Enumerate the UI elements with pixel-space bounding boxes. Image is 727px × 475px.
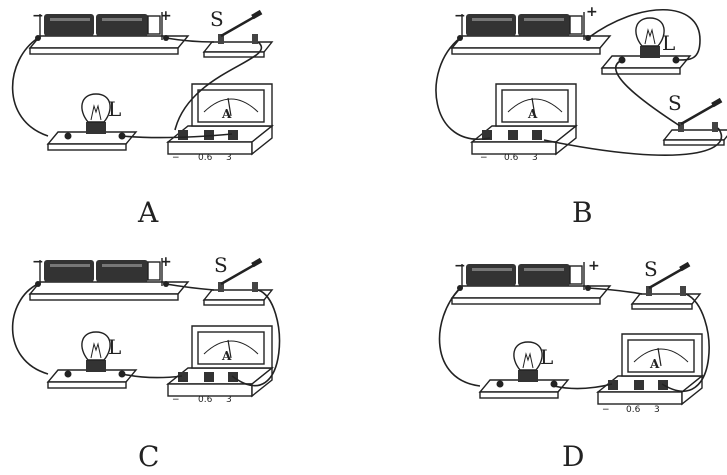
- battery-positive-sign: +: [588, 258, 600, 274]
- panel-c: − 0.6 3 A − + S L C: [11, 253, 281, 473]
- terminal-neg-label: −: [602, 405, 610, 415]
- lamp-board: [479, 341, 569, 399]
- battery-negative-sign: −: [454, 8, 466, 24]
- switch-label: S: [214, 253, 228, 277]
- lamp-board: [47, 93, 137, 151]
- wire: [661, 293, 710, 392]
- option-caption: B: [572, 196, 593, 229]
- battery-positive-sign: +: [586, 4, 598, 20]
- wire: [435, 37, 491, 141]
- ammeter: [167, 83, 273, 155]
- wire: [11, 37, 49, 137]
- terminal-mid-label: 0.6: [504, 153, 519, 163]
- battery-holder: [451, 261, 611, 305]
- wire: [174, 41, 262, 131]
- lamp-label: L: [540, 345, 553, 369]
- wire: [587, 287, 643, 295]
- battery-negative-sign: −: [454, 258, 466, 274]
- switch-label: S: [210, 7, 224, 31]
- panel-a: − 0.6 3 A − + S L A: [11, 7, 274, 229]
- switch-label: S: [644, 257, 658, 281]
- terminal-neg-label: −: [172, 153, 180, 163]
- option-caption: A: [137, 196, 159, 229]
- switch-label: S: [668, 91, 682, 115]
- battery-negative-sign: −: [32, 254, 44, 270]
- knife-switch: [630, 260, 702, 311]
- lamp-label: L: [662, 31, 675, 55]
- terminal-hi-label: 3: [226, 153, 232, 163]
- wire: [121, 133, 233, 139]
- wire: [165, 283, 215, 291]
- wire: [121, 373, 183, 379]
- wire: [11, 283, 49, 375]
- ammeter-letter: A: [221, 349, 232, 363]
- wire: [587, 9, 701, 61]
- lamp-board: [601, 17, 691, 75]
- terminal-mid-label: 0.6: [198, 395, 213, 405]
- ammeter-letter: A: [221, 107, 232, 121]
- battery-positive-sign: +: [160, 8, 172, 24]
- battery-negative-sign: −: [32, 8, 44, 24]
- terminal-hi-label: 3: [226, 395, 232, 405]
- ammeter-letter: A: [649, 357, 660, 371]
- terminal-neg-label: −: [480, 153, 488, 163]
- option-caption: D: [562, 440, 584, 473]
- lamp-label: L: [108, 335, 121, 359]
- panel-b: − 0.6 3 A − + S L B: [435, 4, 727, 229]
- wire: [165, 37, 215, 43]
- option-caption: C: [138, 440, 159, 473]
- wire: [615, 59, 681, 127]
- ammeter-letter: A: [527, 107, 538, 121]
- wire: [553, 383, 613, 390]
- terminal-hi-label: 3: [654, 405, 660, 415]
- wire: [438, 287, 481, 387]
- wire: [543, 127, 723, 156]
- panel-d: − 0.6 3 A − + S L D: [438, 257, 710, 473]
- terminal-mid-label: 0.6: [198, 153, 213, 163]
- lamp-label: L: [108, 97, 121, 121]
- wire: [231, 289, 281, 387]
- terminal-hi-label: 3: [532, 153, 538, 163]
- terminal-neg-label: −: [172, 395, 180, 405]
- lamp-board: [47, 331, 137, 389]
- battery-positive-sign: +: [160, 254, 172, 270]
- terminal-mid-label: 0.6: [626, 405, 641, 415]
